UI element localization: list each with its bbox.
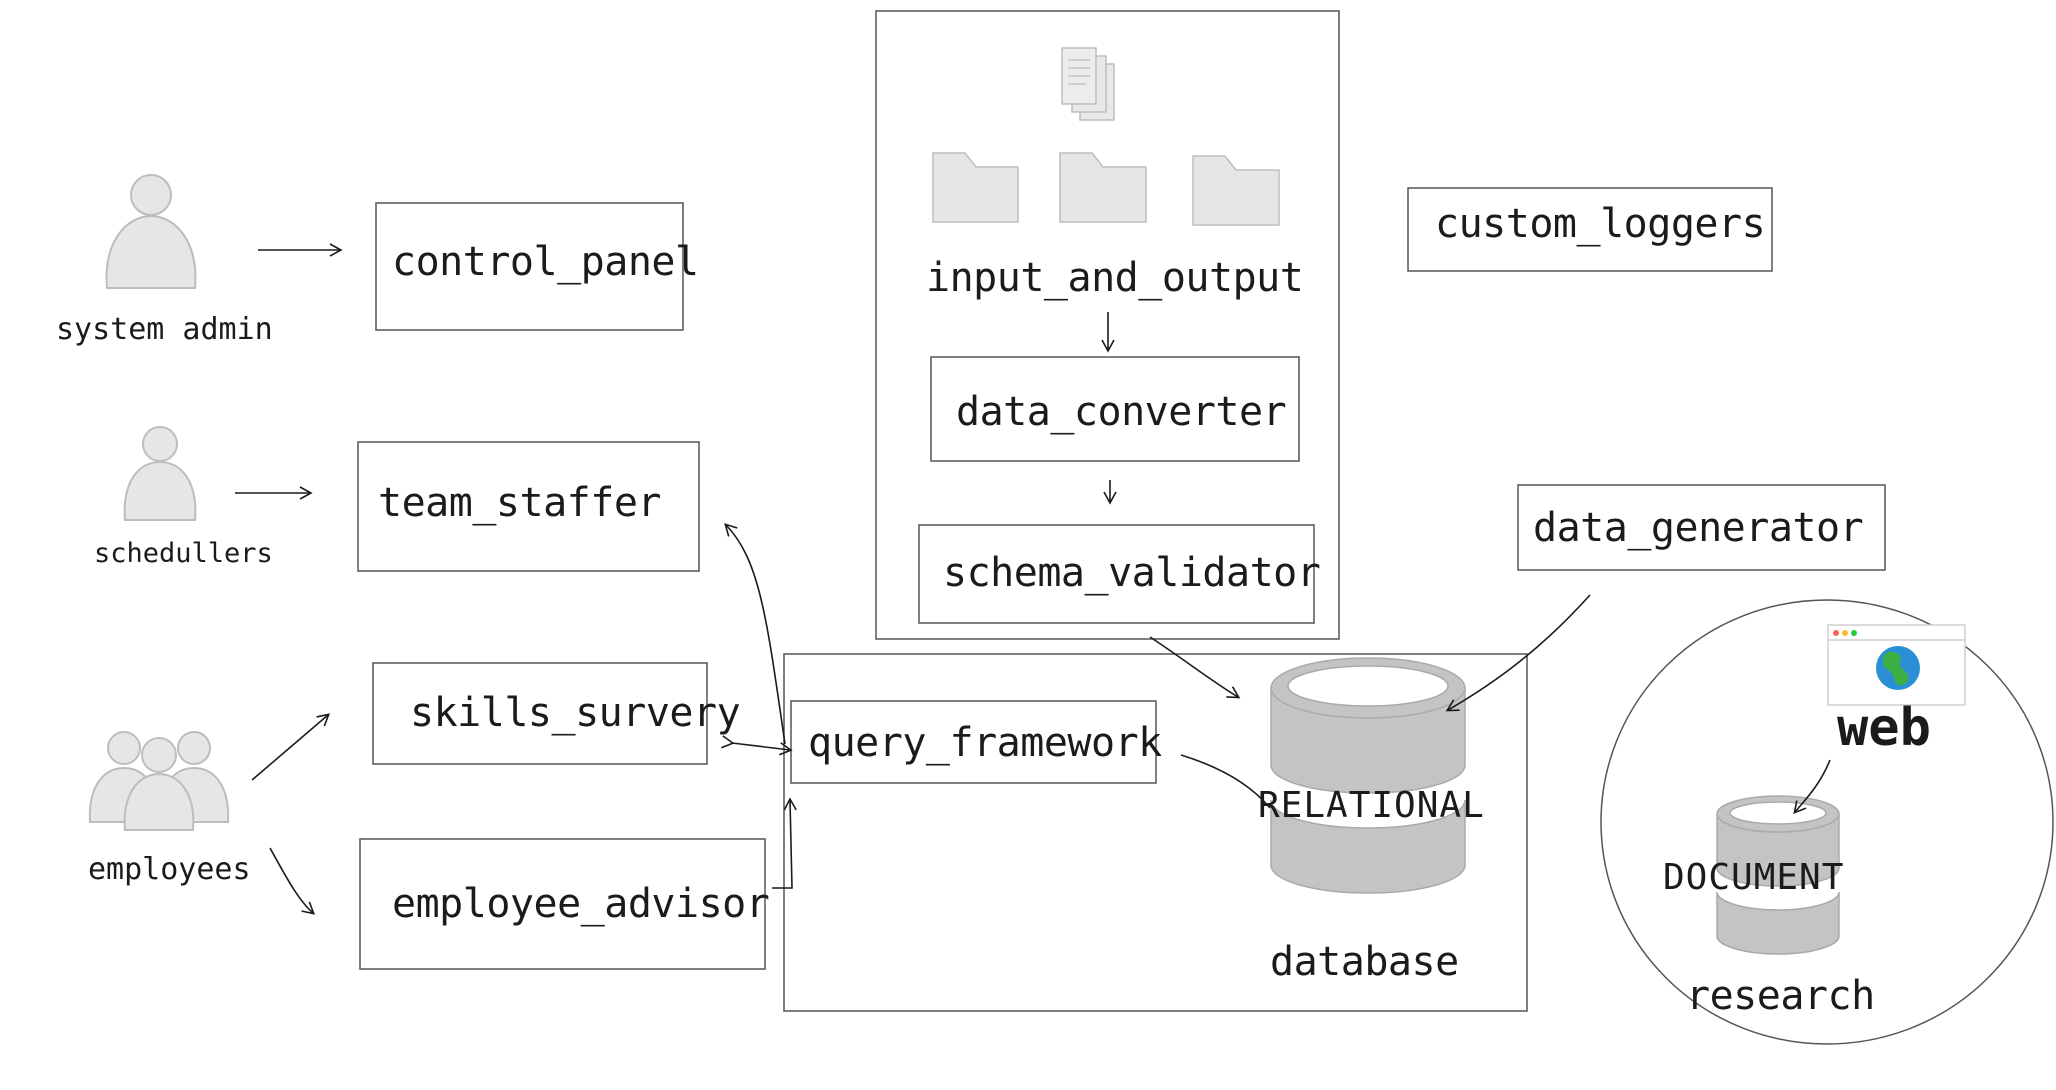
label-document: DOCUMENT [1663,857,1845,898]
label-custom-loggers: custom_loggers [1435,201,1766,247]
data-converter-box [930,356,1300,462]
control-panel-box [375,202,684,331]
label-skills-survery: skills_survery [410,690,741,736]
custom-loggers-box [1407,187,1773,272]
label-control-panel: control_panel [392,239,699,285]
folder-icon [932,152,1019,223]
person-icon [123,426,197,521]
label-data-converter: data_converter [956,389,1287,435]
folder-icon [1059,152,1147,223]
arrow-employees-to-employee-advisor [269,847,316,915]
person-icon [105,174,197,289]
group-icon [88,731,230,831]
arrow-validator-to-database [1149,636,1241,699]
label-web: web [1837,698,1931,758]
actor-label-employees: employees [88,852,251,887]
label-input-and-output: input_and_output [926,255,1304,301]
arrow-query-skills-survery [721,735,793,756]
research-circle [1600,599,2054,1045]
io-pipeline-container [875,10,1340,640]
arrow-employees-to-skills-survery [251,713,331,781]
data-generator-box [1517,484,1886,571]
connectors [235,243,1831,915]
database-icon [1270,657,1466,894]
folder-icon [1192,155,1280,226]
label-employee-advisor: employee_advisor [392,881,770,927]
schema-validator-box [918,524,1315,624]
actor-label-schedullers: schedullers [94,538,273,569]
line-query-to-database [1180,754,1271,809]
arrow-web-to-document [1793,759,1831,815]
skills-survery-box [372,662,708,765]
label-team-staffer: team_staffer [378,480,661,526]
label-data-generator: data_generator [1533,505,1864,551]
arrow-query-to-team-staffer [724,523,786,745]
globe-icon [1876,646,1920,690]
arrow-generator-to-database [1445,594,1591,712]
team-staffer-box [357,441,700,572]
label-research: research [1686,973,1875,1019]
label-query-framework: query_framework [808,720,1162,766]
label-schema-validator: schema_validator [943,550,1321,596]
arrow-advisor-to-query [772,797,797,889]
files-icon [1061,47,1115,121]
employee-advisor-box [359,838,766,970]
label-relational: RELATIONAL [1258,785,1485,826]
actor-label-system-admin: system admin [56,312,273,347]
storage-container [783,653,1528,1012]
label-database: database [1270,939,1459,985]
